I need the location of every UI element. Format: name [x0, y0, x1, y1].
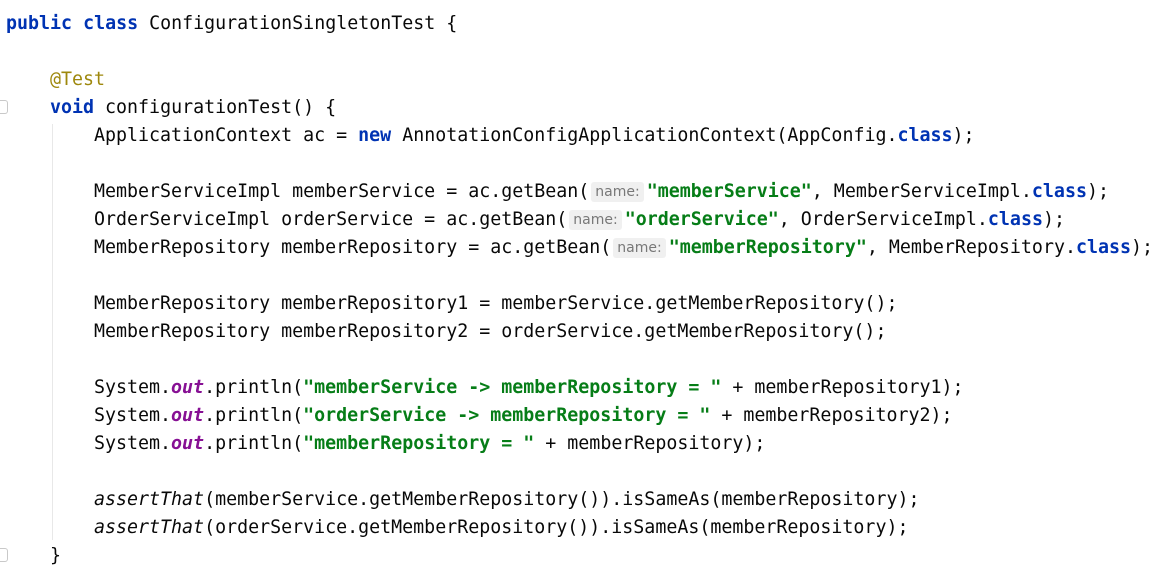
closing-brace: }	[50, 545, 62, 566]
parameter-hint: name:	[591, 182, 644, 202]
code-line-12: MemberRepository memberRepository2 = ord…	[94, 318, 886, 346]
code-text: );	[1042, 209, 1065, 230]
code-text: MemberServiceImpl memberService = ac.get…	[94, 181, 590, 202]
code-line-20: }	[50, 542, 61, 570]
code-line-11: MemberRepository memberRepository1 = mem…	[94, 290, 897, 318]
static-method: assertThat	[94, 489, 205, 510]
code-line-16: System.out.println("memberRepository = "…	[94, 430, 765, 458]
string-literal: "memberService -> memberRepository = "	[303, 377, 722, 398]
code-text: MemberRepository memberRepository = ac.g…	[94, 237, 612, 258]
parameter-hint: name:	[569, 210, 622, 230]
static-method: assertThat	[94, 517, 205, 538]
code-text: (orderService.getMemberRepository()).isS…	[204, 517, 909, 538]
fold-icon[interactable]	[0, 100, 8, 114]
code-text: .println(	[204, 405, 304, 426]
code-line-15: System.out.println("orderService -> memb…	[94, 402, 953, 430]
code-text: System.	[94, 405, 172, 426]
string-literal: "orderService -> memberRepository = "	[303, 405, 711, 426]
string-literal: "memberRepository"	[668, 237, 867, 258]
keyword: public	[6, 13, 73, 34]
static-field: out	[171, 433, 205, 454]
class-declaration: ConfigurationSingletonTest {	[138, 13, 458, 34]
code-line-14: System.out.println("memberService -> mem…	[94, 374, 964, 402]
static-field: out	[171, 377, 205, 398]
code-line-1: public class ConfigurationSingletonTest …	[6, 10, 457, 38]
code-line-9: MemberRepository memberRepository = ac.g…	[94, 234, 1153, 262]
code-line-7: MemberServiceImpl memberService = ac.get…	[94, 178, 1109, 206]
code-text: , MemberRepository.	[866, 237, 1076, 258]
string-literal: "orderService"	[624, 209, 779, 230]
keyword: class	[987, 209, 1043, 230]
code-text: .println(	[204, 433, 304, 454]
code-text: MemberRepository memberRepository1 = mem…	[94, 293, 898, 314]
code-line-19: assertThat(orderService.getMemberReposit…	[94, 514, 908, 542]
code-text: , OrderServiceImpl.	[778, 209, 988, 230]
static-field: out	[171, 405, 205, 426]
code-line-4: void configurationTest() {	[50, 94, 336, 122]
code-text: + memberRepository1);	[721, 377, 964, 398]
method-signature: configurationTest() {	[94, 97, 337, 118]
code-line-18: assertThat(memberService.getMemberReposi…	[94, 486, 919, 514]
code-text: + memberRepository2);	[710, 405, 953, 426]
string-literal: "memberService"	[646, 181, 812, 202]
code-text: AnnotationConfigApplicationContext(AppCo…	[391, 125, 898, 146]
code-text: OrderServiceImpl orderService = ac.getBe…	[94, 209, 568, 230]
code-text: , MemberServiceImpl.	[811, 181, 1032, 202]
keyword: class	[83, 13, 139, 34]
fold-icon[interactable]	[0, 548, 8, 562]
string-literal: "memberRepository = "	[303, 433, 535, 454]
code-text: .println(	[204, 377, 304, 398]
keyword: class	[1075, 237, 1131, 258]
keyword: new	[358, 125, 392, 146]
code-line-3: @Test	[50, 66, 105, 94]
code-text: (memberService.getMemberRepository()).is…	[204, 489, 920, 510]
code-text: );	[952, 125, 975, 146]
keyword: class	[897, 125, 953, 146]
code-text: );	[1086, 181, 1109, 202]
indent-guide	[52, 124, 53, 540]
keyword: class	[1031, 181, 1087, 202]
code-line-8: OrderServiceImpl orderService = ac.getBe…	[94, 206, 1065, 234]
code-text: ApplicationContext ac =	[94, 125, 359, 146]
code-text: System.	[94, 377, 172, 398]
code-line-5: ApplicationContext ac = new AnnotationCo…	[94, 122, 975, 150]
code-text: );	[1131, 237, 1154, 258]
code-text: MemberRepository memberRepository2 = ord…	[94, 321, 887, 342]
keyword: void	[50, 97, 95, 118]
parameter-hint: name:	[613, 238, 666, 258]
code-text: + memberRepository);	[534, 433, 766, 454]
annotation: @Test	[50, 69, 106, 90]
code-text: System.	[94, 433, 172, 454]
